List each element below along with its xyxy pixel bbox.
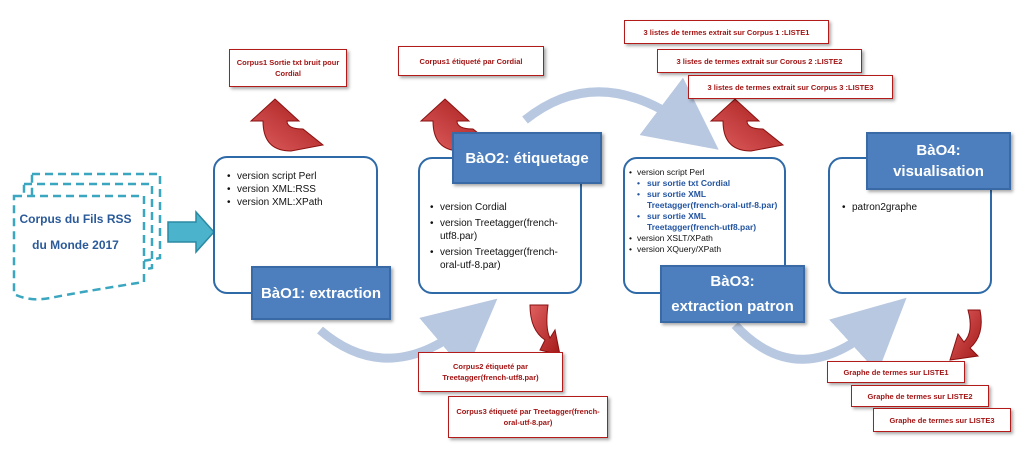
bao2-output-top: Corpus1 étiqueté par Cordial <box>398 46 544 76</box>
bao4-output-2: Graphe de termes sur LISTE2 <box>851 385 989 407</box>
corpus-label-line1: Corpus du Fils RSS <box>19 212 132 226</box>
list-item: version Treetagger(french-oral-utf-8.par… <box>430 246 574 272</box>
bao4-output-1: Graphe de termes sur LISTE1 <box>827 361 965 383</box>
list-item: version XML:XPath <box>227 196 376 209</box>
output-arrow-bao2-bottom <box>529 304 561 356</box>
arc-bao2-to-bao3 <box>522 77 719 150</box>
list-item: version XSLT/XPath <box>629 233 780 244</box>
arc-bao3-to-bao4 <box>731 297 907 373</box>
list-item: version script Perl <box>629 167 780 178</box>
bao1-output: Corpus1 Sortie txt bruit pour Cordial <box>229 49 347 87</box>
corpus-label-line2: du Monde 2017 <box>32 238 119 252</box>
corpus-document-icon <box>12 172 162 301</box>
bao2-output-bottom1: Corpus2 étiqueté par Treetagger(french-u… <box>418 352 563 392</box>
list-item: patron2graphe <box>842 201 990 214</box>
bao1-title: BàO1: extraction <box>251 266 391 320</box>
bao3-title-line1: BàO3: <box>710 273 755 290</box>
bao2-list: version Cordial version Treetagger(frenc… <box>430 201 574 272</box>
input-arrow-icon <box>167 210 216 254</box>
bao4-title-line1: BàO4: <box>916 142 961 159</box>
bao3-output-2: 3 listes de termes extrait sur Corous 2 … <box>657 49 862 73</box>
bao4-title-line2: visualisation <box>893 163 984 180</box>
bao2-output-bottom2: Corpus3 étiqueté par Treetagger(french-o… <box>448 396 608 438</box>
output-arrow-bao3 <box>709 98 785 152</box>
list-item: version Cordial <box>430 201 574 214</box>
bao1-list: version script Perl version XML:RSS vers… <box>227 170 376 209</box>
list-item: version script Perl <box>227 170 376 183</box>
bao3-list: version script Perl sur sortie txt Cordi… <box>629 167 780 255</box>
bao2-title: BàO2: étiquetage <box>452 132 602 184</box>
bao3-title-line2: extraction patron <box>671 298 794 315</box>
bao4-title: BàO4: visualisation <box>866 132 1011 190</box>
output-arrow-bao1 <box>249 98 325 152</box>
bao4-list: patron2graphe <box>842 201 990 214</box>
arc-bao1-to-bao2 <box>317 298 498 373</box>
list-item: version XML:RSS <box>227 183 376 196</box>
list-item: sur sortie XML Treetagger(french-oral-ut… <box>629 189 780 211</box>
bao3-output-1: 3 listes de termes extrait sur Corpus 1 … <box>624 20 829 44</box>
list-item: sur sortie XML Treetagger(french-utf8.pa… <box>629 211 780 233</box>
bao4-output-3: Graphe de termes sur LISTE3 <box>873 408 1011 432</box>
list-item: sur sortie txt Cordial <box>629 178 780 189</box>
bao3-output-3: 3 listes de termes extrait sur Corpus 3 … <box>688 75 893 99</box>
list-item: version Treetagger(french-utf8.par) <box>430 217 574 243</box>
output-arrow-bao4 <box>949 309 982 361</box>
bao3-title: BàO3: extraction patron <box>660 265 805 323</box>
list-item: version XQuery/XPath <box>629 244 780 255</box>
